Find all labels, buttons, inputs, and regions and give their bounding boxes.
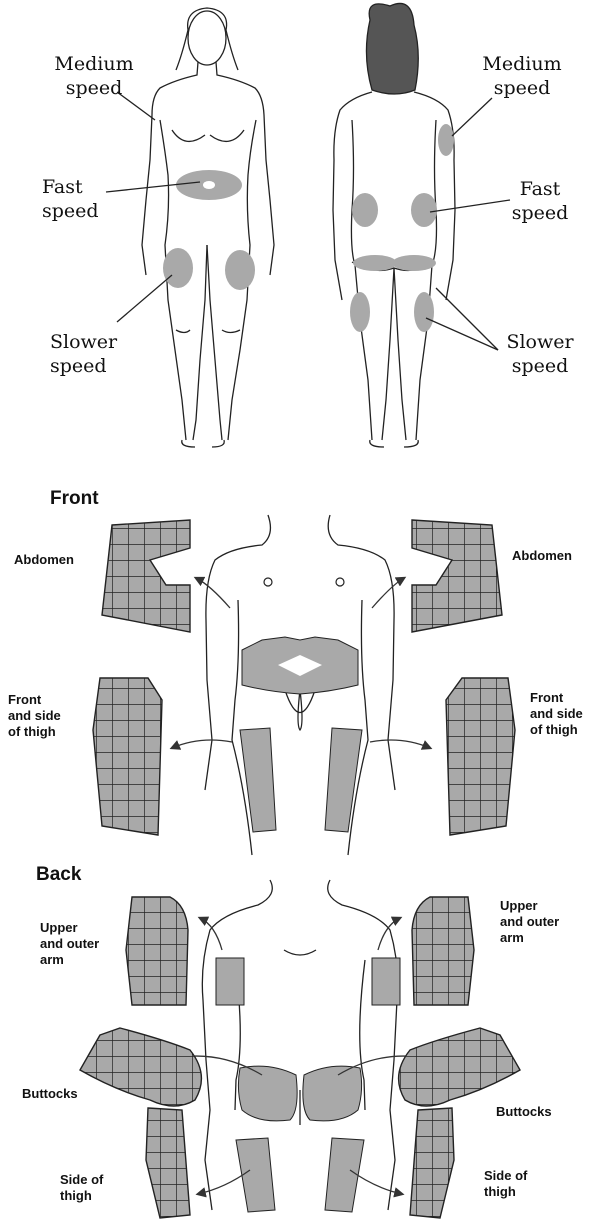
back-buttock-zone-right — [303, 1066, 362, 1121]
back-arm-grid-left — [126, 897, 188, 1005]
back-section-heading: Back — [36, 864, 81, 886]
front-head — [188, 11, 226, 65]
front-thigh-label-right: Front and side of thigh — [530, 690, 583, 738]
back-medium-speed-label: Medium speed — [478, 52, 566, 100]
back-buttock-zone-left — [238, 1066, 297, 1121]
front-abdomen-grid-left — [102, 520, 190, 632]
back-buttock-zone-right — [392, 255, 436, 271]
abdomen-label-left: Abdomen — [14, 552, 74, 568]
front-body-figure — [142, 8, 274, 447]
front-section-heading: Front — [50, 488, 99, 510]
back-buttock-grid-right — [399, 1028, 520, 1106]
back-arm-grid-right — [412, 897, 474, 1005]
back-medium-zone — [438, 124, 454, 156]
back-arm-zone-right — [372, 958, 400, 1005]
back-arm-zone-left — [216, 958, 244, 1005]
front-thigh-grid-left — [93, 678, 162, 835]
front-fast-speed-label: Fast speed — [42, 175, 106, 223]
front-slower-zone-left — [163, 248, 193, 288]
upper-arm-label-right: Upper and outer arm — [500, 898, 559, 946]
front-medium-speed-label: Medium speed — [50, 52, 138, 100]
upper-arm-label-left: Upper and outer arm — [40, 920, 99, 968]
side-thigh-label-left: Side of thigh — [60, 1172, 103, 1204]
back-thigh-grid-right — [410, 1108, 454, 1218]
front-slower-speed-label: Slower speed — [50, 330, 130, 378]
buttocks-label-left: Buttocks — [22, 1086, 78, 1102]
front-abdomen-grid-right — [412, 520, 502, 632]
back-fast-speed-label: Fast speed — [508, 177, 572, 225]
side-thigh-label-right: Side of thigh — [484, 1168, 527, 1200]
back-torso-outline — [202, 880, 397, 1210]
back-body-figure — [333, 3, 455, 447]
front-thigh-grid-right — [446, 678, 515, 835]
back-slower-zone-left — [350, 292, 370, 332]
front-thigh-zone-left — [240, 728, 276, 832]
front-thigh-label-left: Front and side of thigh — [8, 692, 61, 740]
buttocks-label-right: Buttocks — [496, 1104, 552, 1120]
back-fast-zone-left — [352, 193, 378, 227]
back-fast-zone-right — [411, 193, 437, 227]
front-thigh-zone-right — [325, 728, 362, 832]
back-slower-speed-label: Slower speed — [500, 330, 580, 378]
front-slower-zone-right — [225, 250, 255, 290]
back-slower-zone-right — [414, 292, 434, 332]
abdomen-label-right: Abdomen — [512, 548, 572, 564]
back-buttock-zone-left — [353, 255, 397, 271]
back-buttock-grid-left — [80, 1028, 201, 1106]
back-thigh-grid-left — [146, 1108, 190, 1218]
